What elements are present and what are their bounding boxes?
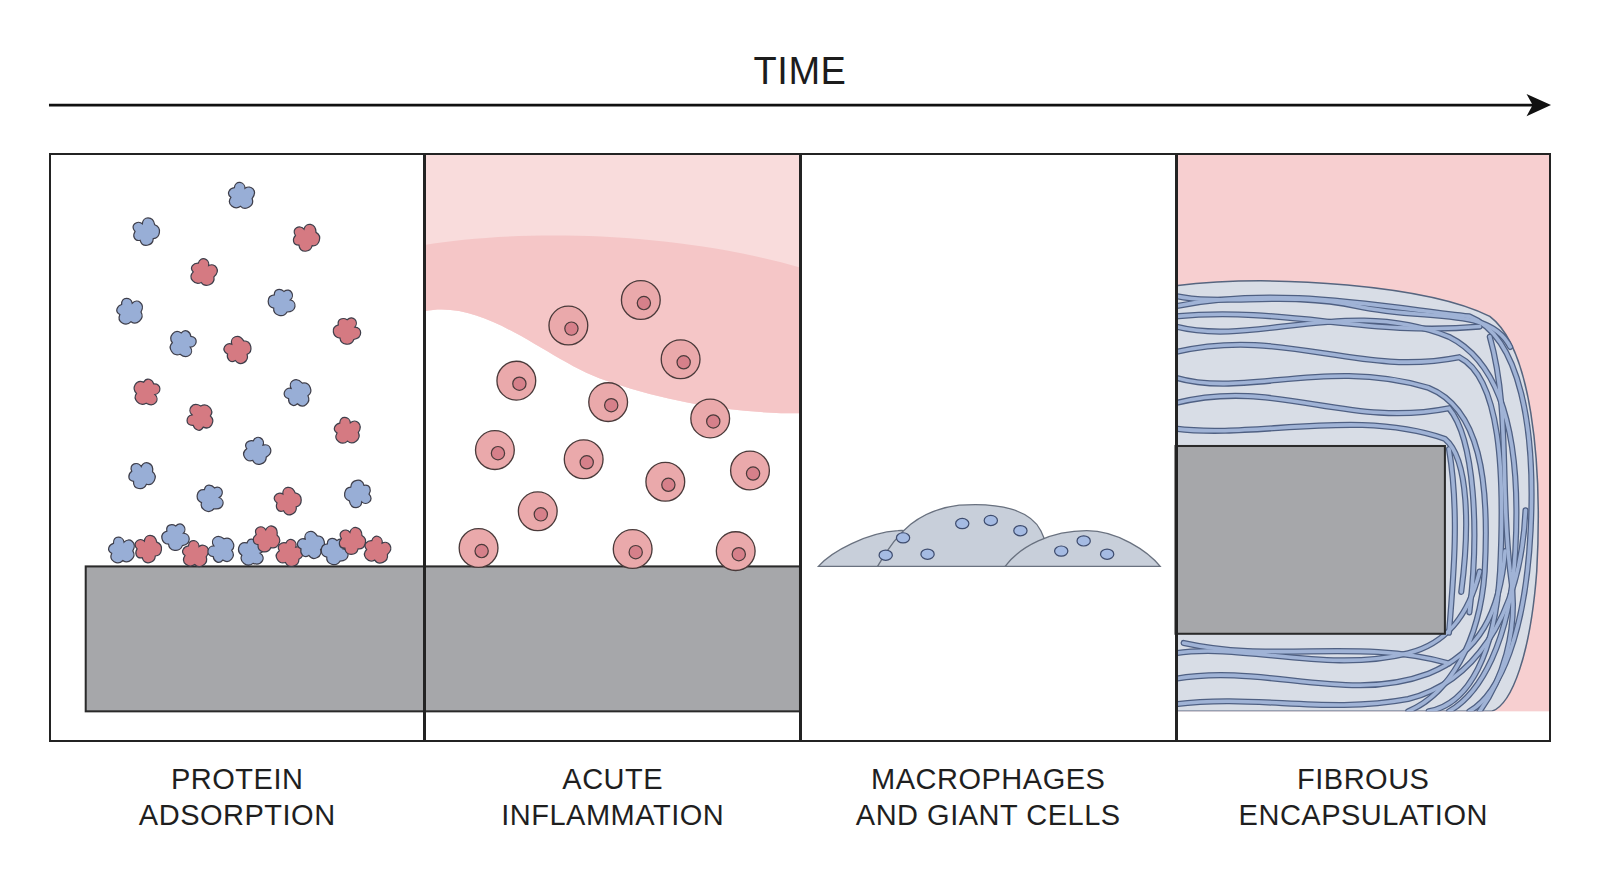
stage-label: MACROPHAGES AND GIANT CELLS [843,761,1133,833]
protein-molecules [270,483,306,519]
protein-molecules [106,536,136,566]
protein-molecules [130,532,165,567]
inflammatory-cells [549,306,588,345]
fibrous-capsule [1176,296,1511,347]
inflammatory-cells [646,462,685,501]
protein-molecules [341,476,376,511]
fibrous-capsule [1176,314,1480,328]
inflammation-fluid [424,153,800,413]
protein-molecules [331,415,363,446]
fibrous-capsule [1176,281,1539,711]
fibrous-capsule [1176,296,1511,347]
protein-molecules [329,313,364,348]
fibrous-capsule [1176,320,1517,711]
macrophage-cells [956,518,969,528]
fibrous-capsule [1480,337,1513,712]
stage-panel: FIBROUS ENCAPSULATION [1176,153,1552,742]
protein-molecules [127,461,157,491]
protein-molecules [335,524,368,557]
macrophage-cells [818,505,1160,567]
protein-molecules [115,297,145,327]
inflammatory-cells [459,529,498,568]
macrophage-cells [1014,526,1027,536]
protein-molecules [359,533,394,568]
protein-molecules [132,377,162,407]
fibrous-capsule [1176,345,1502,712]
macrophage-cells [1055,546,1068,556]
macrophage-cells [879,515,1114,560]
stage-panel: ACUTE INFLAMMATION [424,153,801,742]
protein-molecules [178,538,211,571]
fibrous-capsule [1176,297,1532,711]
fibrous-capsule [1449,449,1455,633]
axis-label: TIME [754,50,847,93]
time-arrow [1527,94,1551,116]
macrophage-cells [1077,536,1090,546]
protein-molecules [220,332,256,368]
protein-molecules [186,402,216,432]
protein-molecules [251,524,281,554]
fibrous-capsule [1176,320,1517,711]
fibrous-capsule [1449,449,1455,633]
protein-molecules [186,255,221,290]
inflammatory-cells [497,361,536,400]
protein-molecules [166,326,199,359]
inflammatory-cells [459,281,769,571]
stage-label: FIBROUS ENCAPSULATION [1218,761,1508,833]
fibrous-capsule [1176,296,1532,711]
inflammatory-cells [621,281,660,320]
fibrous-capsule [1176,376,1486,711]
fibrous-capsule [1184,643,1449,663]
inflammatory-cells [518,492,557,531]
protein-molecules [224,180,257,213]
inflammatory-cells [564,440,603,479]
implant-block [1176,446,1445,634]
stage-panel: MACROPHAGES AND GIANT CELLS [800,153,1177,742]
protein-molecules [196,483,226,513]
protein-molecules [128,214,163,249]
macrophage-cells [1005,531,1160,567]
macrophage-cells [984,515,997,525]
fibrous-capsule [1176,376,1486,711]
time-arrow [49,94,1551,116]
inflammatory-cells [731,451,770,490]
stage-panel: PROTEIN ADSORPTION [49,153,426,742]
inflammatory-cells [476,431,515,470]
inflammatory-cells [613,530,652,569]
fibrous-capsule [1176,296,1532,711]
macrophage-cells [921,549,934,559]
macrophage-cells [879,550,892,560]
fibrous-capsule [1176,297,1532,711]
inflammatory-cells [661,340,700,379]
inflammatory-cells [716,532,755,571]
inflammation-fluid [424,153,800,413]
tissue-background [1176,153,1552,711]
protein-molecules [289,221,322,254]
fibrous-capsule [1176,345,1502,712]
time-arrow [49,104,1539,107]
macrophage-cells [1101,549,1114,559]
fibrous-capsule [1176,281,1539,711]
macrophage-cells [896,533,909,543]
stage-label: PROTEIN ADSORPTION [92,761,382,833]
stage-label: ACUTE INFLAMMATION [468,761,758,833]
protein-molecules [265,285,298,318]
inflammatory-cells [691,399,730,438]
protein-molecules [281,376,316,411]
inflammatory-cells [589,383,628,422]
implant-block [86,566,800,711]
protein-molecules [238,433,274,469]
protein-molecules [205,533,238,566]
protein-molecules [106,180,394,572]
